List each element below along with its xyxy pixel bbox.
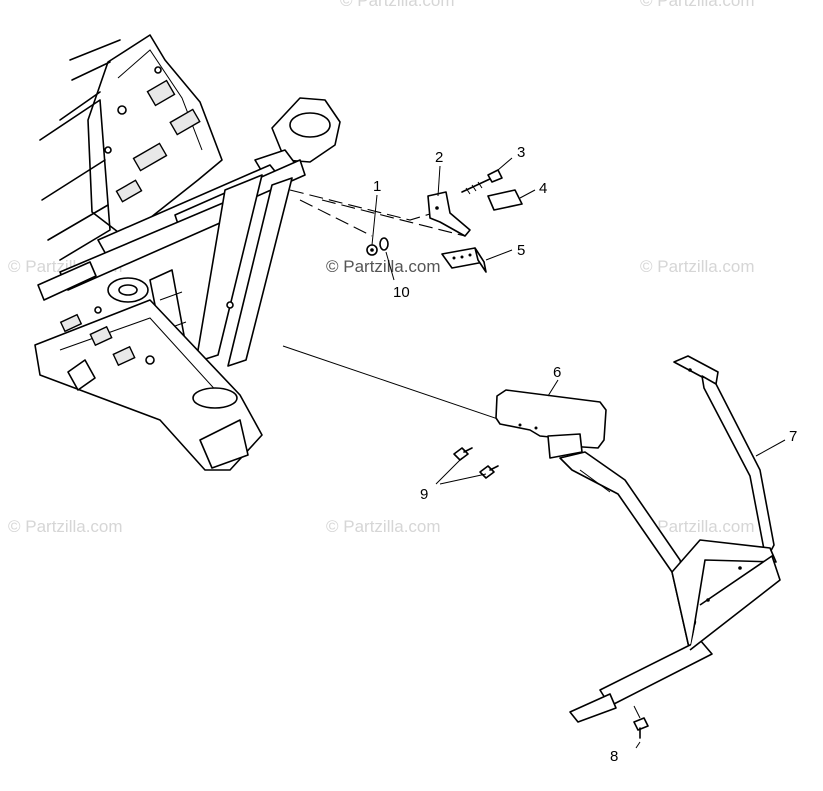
- watermark-right-mid: © Partzilla.com: [640, 257, 755, 276]
- watermark-top-right: © Partzilla.com: [640, 0, 755, 10]
- part-plate: [487, 189, 523, 211]
- callout-9: 9: [420, 486, 428, 503]
- callout-10: 10: [393, 284, 410, 301]
- part-nut-washer: [366, 237, 389, 256]
- part-bumper-block: [441, 247, 487, 273]
- callout-2: 2: [435, 149, 443, 166]
- callout-1: 1: [373, 178, 381, 195]
- callout-leaders: [371, 157, 786, 749]
- watermark-right-low: © Partzilla.com: [640, 517, 755, 536]
- watermark-left-low: © Partzilla.com: [8, 517, 123, 536]
- callout-4: 4: [539, 180, 547, 197]
- part-screw: [633, 705, 649, 739]
- watermark-center-low: © Partzilla.com: [326, 517, 441, 536]
- watermark-top-center: © Partzilla.com: [340, 0, 455, 10]
- callout-8: 8: [610, 748, 618, 765]
- callouts: 1 2 3 4 5 6 7 8 9 10: [373, 144, 797, 765]
- part-bracket: [427, 191, 471, 237]
- part-rivets: [453, 447, 499, 479]
- watermark-center-mid: © Partzilla.com: [326, 257, 441, 276]
- callout-5: 5: [517, 242, 525, 259]
- callout-7: 7: [789, 428, 797, 445]
- part-bumper: [547, 355, 781, 723]
- frame-assembly: [34, 34, 341, 471]
- part-bolt: [461, 169, 503, 195]
- callout-6: 6: [553, 364, 561, 381]
- callout-3: 3: [517, 144, 525, 161]
